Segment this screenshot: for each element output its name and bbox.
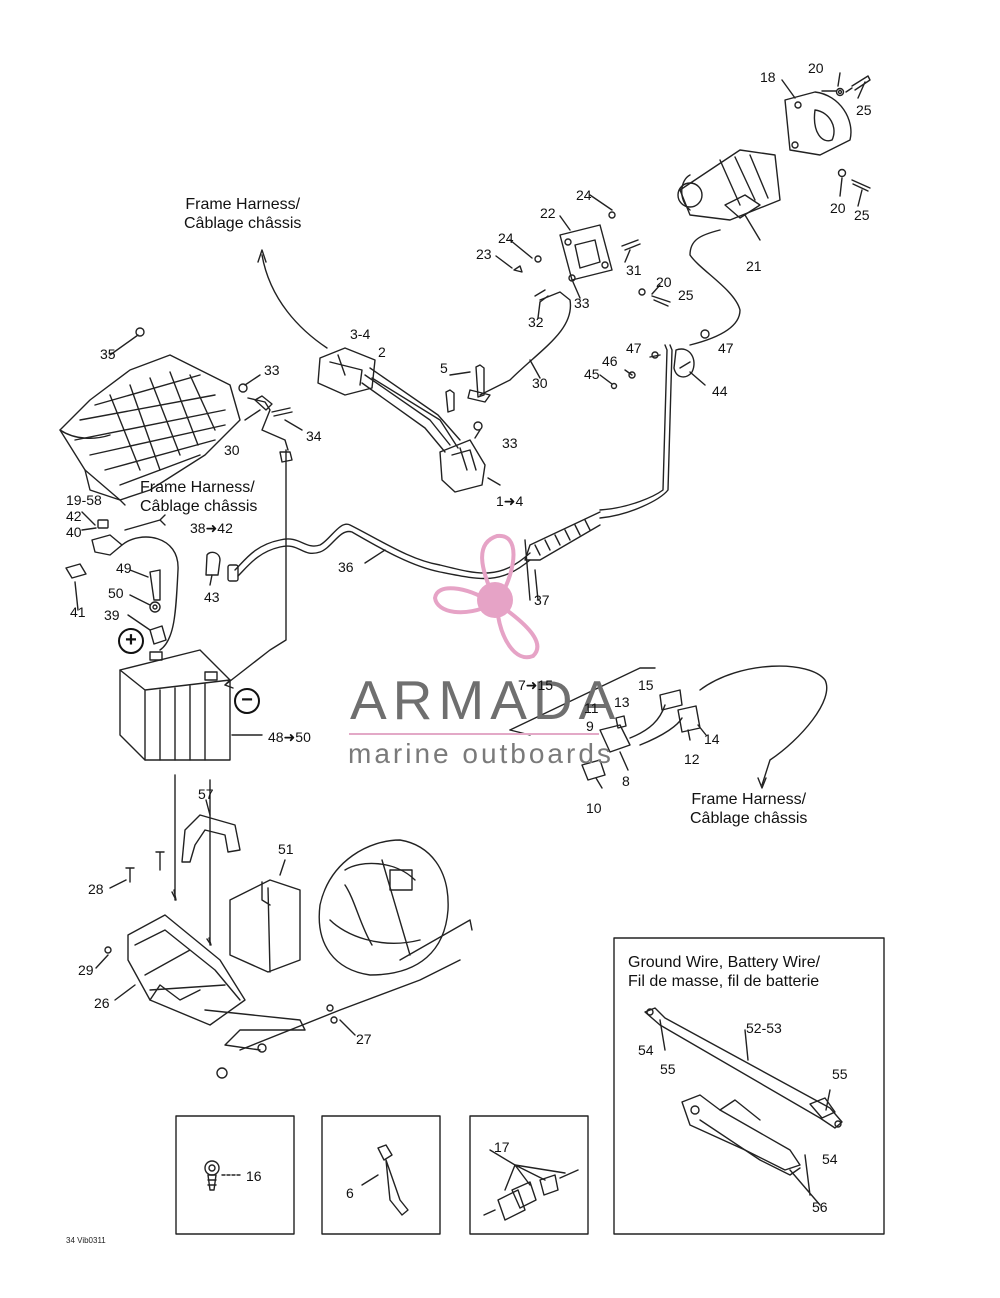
callout-38-42: 38➜42 — [190, 520, 233, 536]
callout-22: 22 — [540, 205, 556, 221]
callout-14: 14 — [704, 731, 720, 747]
battery-cover-grill — [59, 354, 241, 506]
positive-terminal-icon: + — [118, 628, 144, 654]
callout-24: 24 — [498, 230, 514, 246]
callout-47: 47 — [626, 340, 642, 356]
callout-26: 26 — [94, 995, 110, 1011]
callout-48-50: 48➜50 — [268, 729, 311, 745]
callout-33: 33 — [502, 435, 518, 451]
callout-25: 25 — [856, 102, 872, 118]
callout-55: 55 — [832, 1066, 848, 1082]
callout-8: 8 — [622, 773, 630, 789]
callout-28: 28 — [88, 881, 104, 897]
callout-49: 49 — [116, 560, 132, 576]
callout-27: 27 — [356, 1031, 372, 1047]
callout-50: 50 — [108, 585, 124, 601]
watermark-divider — [349, 733, 599, 735]
callout-10: 10 — [586, 800, 602, 816]
callout-46: 46 — [602, 353, 618, 369]
starter-motor — [677, 149, 781, 221]
callout-1-4: 1➜4 — [496, 493, 524, 509]
callout-41: 41 — [70, 604, 86, 620]
inset-box-tie — [321, 1115, 441, 1235]
callout-47: 47 — [718, 340, 734, 356]
callout-16: 16 — [246, 1168, 262, 1184]
callout-23: 23 — [476, 246, 492, 262]
callout-52-53: 52-53 — [746, 1020, 782, 1036]
callout-30: 30 — [532, 375, 548, 391]
callout-54: 54 — [822, 1151, 838, 1167]
callout-20: 20 — [656, 274, 672, 290]
callout-57: 57 — [198, 786, 214, 802]
engine-housing — [318, 839, 473, 976]
callout-20: 20 — [808, 60, 824, 76]
callout-55: 55 — [660, 1061, 676, 1077]
callout-20: 20 — [830, 200, 846, 216]
watermark-brand: ARMADA — [350, 669, 622, 731]
callout-56: 56 — [812, 1199, 828, 1215]
callout-25: 25 — [854, 207, 870, 223]
callout-9: 9 — [586, 718, 594, 734]
callout-31: 31 — [626, 262, 642, 278]
solenoid-bracket — [559, 224, 613, 281]
callout-42: 42 — [66, 508, 82, 524]
callout-45: 45 — [584, 366, 600, 382]
callout-40: 40 — [66, 524, 82, 540]
callout-54: 54 — [638, 1042, 654, 1058]
starter-bracket — [784, 91, 852, 156]
callout-34: 34 — [306, 428, 322, 444]
inset-box-connector — [469, 1115, 589, 1235]
callout-33: 33 — [574, 295, 590, 311]
frame-harness-label-mid: Frame Harness/ Câblage châssis — [140, 479, 258, 515]
callout-43: 43 — [204, 589, 220, 605]
callout-36: 36 — [338, 559, 354, 575]
wiring-harness — [317, 347, 486, 493]
callout-25: 25 — [678, 287, 694, 303]
armada-logo-icon — [432, 533, 540, 660]
callout-44: 44 — [712, 383, 728, 399]
callout-18: 18 — [760, 69, 776, 85]
ground-wire-box — [613, 937, 885, 1235]
crimping-tool — [681, 1094, 801, 1176]
callout-19-58: 19-58 — [66, 492, 102, 508]
callout-35: 35 — [100, 346, 116, 362]
callout-21: 21 — [746, 258, 762, 274]
callout-2: 2 — [378, 344, 386, 360]
callout-32: 32 — [528, 314, 544, 330]
negative-terminal-icon: − — [234, 688, 260, 714]
frame-harness-label-right: Frame Harness/ Câblage châssis — [690, 791, 808, 827]
battery — [119, 649, 231, 761]
callout-37: 37 — [534, 592, 550, 608]
battery-tray — [127, 914, 306, 1051]
callout-13: 13 — [614, 694, 630, 710]
callout-24: 24 — [576, 187, 592, 203]
callout-11: 11 — [584, 700, 599, 716]
image-code: 34 Vib0311 — [66, 1236, 106, 1245]
callout-3-4: 3-4 — [350, 326, 371, 342]
callout-30: 30 — [224, 442, 240, 458]
callout-6: 6 — [346, 1185, 354, 1201]
callout-7-15: 7➜15 — [518, 677, 554, 693]
callout-39: 39 — [104, 607, 120, 623]
callout-29: 29 — [78, 962, 94, 978]
callout-12: 12 — [684, 751, 700, 767]
watermark-tagline: marine outboards — [348, 738, 614, 769]
callout-51: 51 — [278, 841, 294, 857]
inset-box-screw — [175, 1115, 295, 1235]
callout-5: 5 — [440, 360, 448, 376]
ground-wire — [644, 1007, 843, 1129]
callout-17: 17 — [494, 1139, 510, 1155]
frame-harness-label-top: Frame Harness/ Câblage châssis — [184, 196, 302, 232]
ground-wire-box-title: Ground Wire, Battery Wire/ Fil de masse,… — [628, 954, 821, 990]
callout-15: 15 — [638, 677, 654, 693]
callout-33: 33 — [264, 362, 280, 378]
